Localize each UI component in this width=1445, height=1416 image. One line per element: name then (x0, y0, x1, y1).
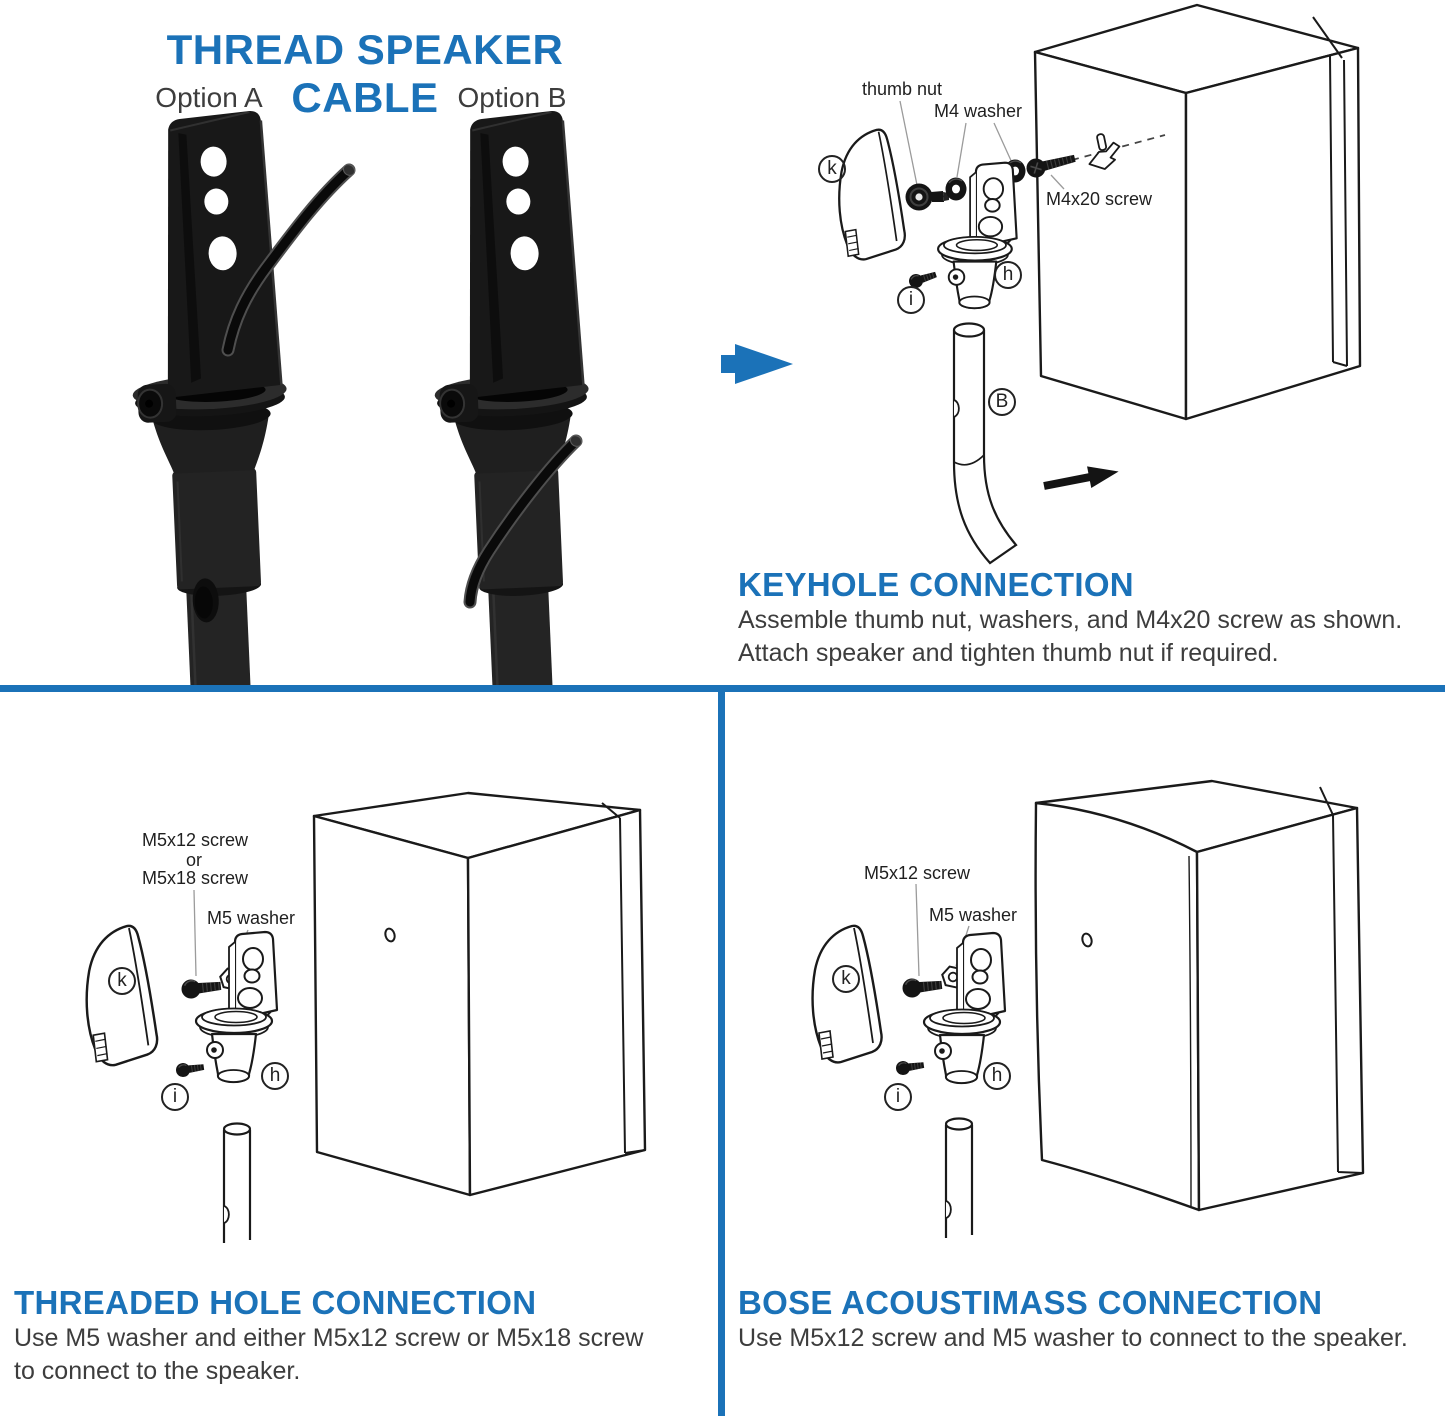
keyhole-anchor (1088, 133, 1121, 170)
stand-pole (944, 1117, 974, 1240)
end-cap-part (85, 924, 159, 1067)
callout-h: h (261, 1062, 289, 1090)
end-cap-part (811, 924, 883, 1064)
stand-pole (952, 322, 1018, 565)
speaker-box (312, 791, 647, 1197)
keyhole-body-line2: Attach speaker and tighten thumb nut if … (738, 639, 1279, 667)
m4-washer-label: M4 washer (933, 101, 1023, 121)
bose-diagram (811, 779, 1365, 1240)
threaded-hole (384, 927, 396, 943)
bose-body: Use M5x12 screw and M5 washer to connect… (738, 1322, 1408, 1355)
threaded-hole (1081, 932, 1093, 948)
set-screw-part (174, 1059, 206, 1079)
m5x12-screw-label: M5x12 screw (142, 830, 249, 850)
threaded-hole-body: Use M5 washer and either M5x12 screw or … (14, 1322, 643, 1388)
m5x12-screw-label: M5x12 screw (864, 863, 971, 883)
mount-bracket-part (922, 931, 1007, 1085)
bose-heading: BOSE ACOUSTIMASS CONNECTION (738, 1284, 1323, 1321)
leader-lines (899, 100, 1065, 190)
callout-k: k (818, 155, 846, 183)
threaded-hole-body-line1: Use M5 washer and either M5x12 screw or … (14, 1324, 644, 1352)
callout-i: i (161, 1083, 189, 1111)
bose-body-line1: Use M5x12 screw and M5 washer to connect… (738, 1324, 1408, 1352)
thumb-nut-part (905, 183, 949, 211)
callout-h: h (983, 1062, 1011, 1090)
set-screw-part (894, 1057, 926, 1077)
m4x20-screw-label: M4x20 screw (1046, 189, 1153, 209)
option-b-label: Option B (457, 82, 567, 113)
callout-b: B (988, 388, 1016, 416)
thread-cable-diagram (119, 108, 603, 685)
threaded-hole-heading: THREADED HOLE CONNECTION (14, 1284, 537, 1321)
thumb-nut-label: thumb nut (861, 79, 943, 99)
keyhole-heading: KEYHOLE CONNECTION (738, 566, 1134, 603)
callout-i: i (884, 1083, 912, 1111)
end-cap-part (838, 128, 906, 261)
keyhole-body: Assemble thumb nut, washers, and M4x20 s… (738, 604, 1402, 670)
m4x20-screw-part (1026, 154, 1076, 178)
bose-speaker-box (1034, 779, 1365, 1212)
black-arrow-right-icon (1043, 466, 1119, 490)
threaded-hole-diagram (85, 791, 647, 1245)
stand-pole (222, 1122, 252, 1245)
mount-bracket-part (194, 930, 279, 1084)
callout-k: k (832, 965, 860, 993)
keyhole-body-line1: Assemble thumb nut, washers, and M4x20 s… (738, 606, 1403, 634)
callout-h: h (994, 261, 1022, 289)
option-a-speaker-cable (221, 163, 356, 357)
or-label: or (185, 850, 202, 870)
option-b-speaker-cable (463, 434, 583, 609)
m5-screw-part (179, 975, 223, 1001)
option-a-label: Option A (155, 82, 263, 113)
callout-k: k (108, 967, 136, 995)
keyhole-diagram (721, 3, 1362, 565)
option-b-mount-photo (421, 108, 603, 685)
callout-i: i (897, 286, 925, 314)
m5x18-screw-label: M5x18 screw (142, 868, 249, 888)
page-title: THREAD SPEAKER CABLE (166, 26, 564, 121)
divider-vertical (718, 685, 725, 1416)
m5-washer-label: M5 washer (928, 905, 1018, 925)
threaded-hole-body-line2: to connect to the speaker. (14, 1357, 301, 1385)
m5-washer-label: M5 washer (206, 908, 296, 928)
speaker-box (1033, 3, 1362, 421)
alignment-dashed-line (1071, 134, 1166, 161)
blue-arrow-right-icon (721, 344, 793, 384)
m5-screw-part (900, 974, 944, 1000)
m4-washer-left (944, 176, 968, 202)
option-a-mount-photo (119, 108, 301, 685)
